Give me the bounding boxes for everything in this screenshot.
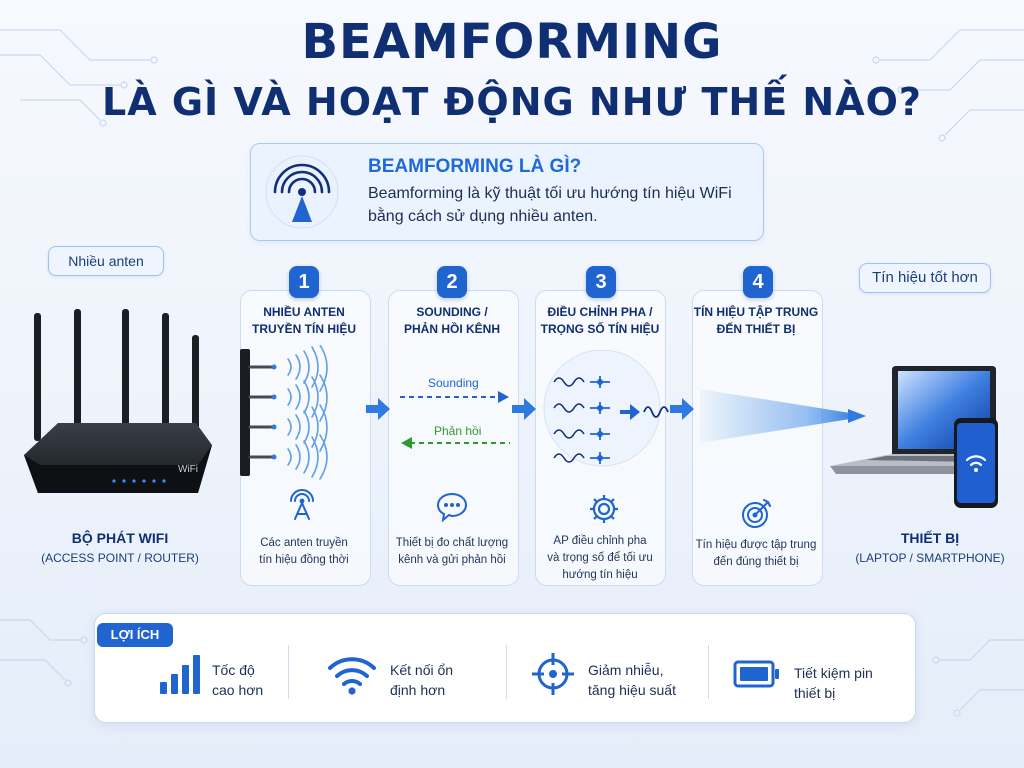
benefit-divider-3 [708,645,709,699]
benefit-divider-2 [506,645,507,699]
router-brand-label: WiFi [178,464,198,475]
step-number-4: 4 [743,266,773,298]
broadcast-antenna-icon [290,489,314,520]
step-card-2 [388,290,519,586]
sounding-label: Sounding [428,376,479,390]
definition-text: Beamforming là kỹ thuật tối ưu hướng tín… [368,185,732,225]
benefits-panel [94,613,916,723]
source-device-name: BỘ PHÁT WIFI [71,530,169,546]
gear-icon [590,495,618,523]
page-subtitle: LÀ GÌ VÀ HOẠT ĐỘNG NHƯ THẾ NÀO? [102,80,922,124]
phase-adjustment-visual [543,350,669,467]
benefits-tag: LỢI ÍCH [97,623,173,647]
definition-title: BEAMFORMING LÀ GÌ? [368,156,582,177]
focused-beam [700,389,866,443]
step-number-1: 1 [289,266,319,298]
benefit-divider-1 [288,645,289,699]
source-device-sub: (ACCESS POINT / ROUTER) [41,551,199,565]
antenna-tower-icon [265,155,339,229]
feedback-label: Phản hồi [434,424,482,438]
wifi-icon [328,657,376,695]
step-title-2: SOUNDING /PHẢN HỒI KÊNH [403,305,500,336]
battery-icon [733,660,779,688]
antenna-array-waves [240,345,328,480]
flow-arrow-2 [512,398,536,420]
router-illustration [24,309,212,493]
signal-bars-icon [160,655,200,694]
target-icon [742,499,771,528]
flow-arrow-3 [670,398,694,420]
page-title: BEAMFORMING [301,14,723,70]
chat-bubble-icon [436,492,468,522]
sounding-feedback-arrows [400,391,510,449]
flow-arrow-1 [366,398,390,420]
benefit-interference: Giảm nhiễu,tăng hiệu suất [588,662,676,698]
target-device-name: THIẾT BỊ [900,530,960,546]
better-signal-tag: Tín hiệu tốt hơn [859,263,991,293]
target-device-sub: (LAPTOP / SMARTPHONE) [855,551,1005,565]
multi-antenna-tag: Nhiều anten [48,246,164,276]
step-number-2: 2 [437,266,467,298]
step-title-3: ĐIỀU CHỈNH PHA /TRỌNG SỐ TÍN HIỆU [540,305,660,336]
crosshair-icon [532,653,574,695]
step-number-3: 3 [586,266,616,298]
laptop-smartphone-illustration [830,366,998,508]
